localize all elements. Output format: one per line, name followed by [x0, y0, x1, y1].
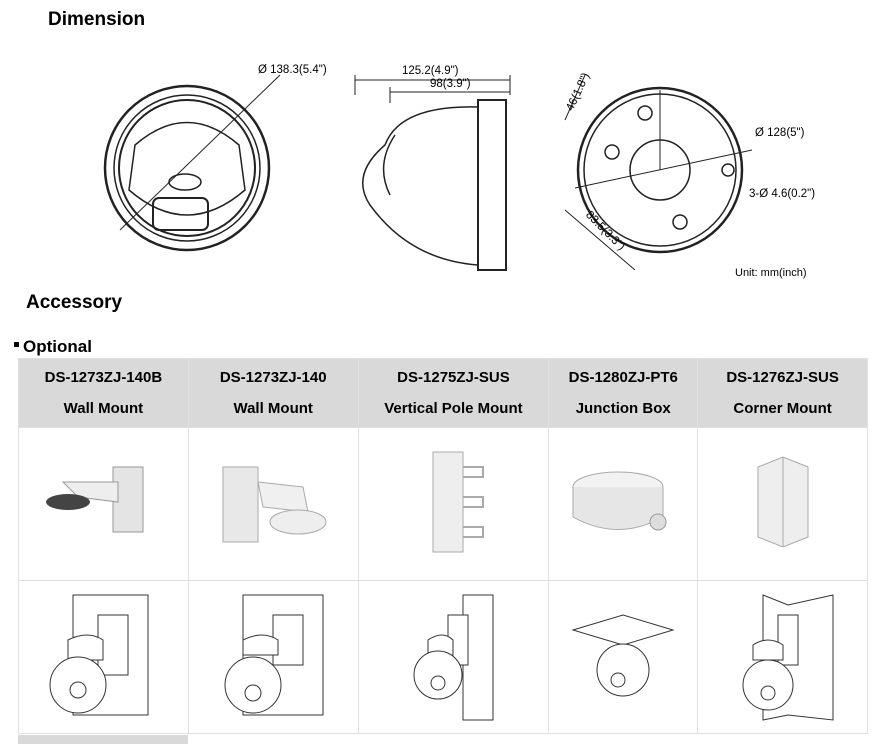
accessory-header: DS-1275ZJ-SUS Vertical Pole Mount — [357, 358, 550, 428]
table-footer-cell — [18, 735, 188, 744]
front-view-drawing — [103, 74, 281, 252]
wall-mount-b-installation — [18, 580, 189, 734]
pole-mount-installation — [357, 580, 550, 734]
accessory-name: Junction Box — [575, 400, 671, 417]
corner-mount-image — [697, 427, 868, 581]
accessory-header: DS-1273ZJ-140B Wall Mount — [18, 358, 189, 428]
model-number: DS-1273ZJ-140B — [44, 369, 163, 386]
accessory-name: Wall Mount — [233, 400, 313, 417]
wall-mount-image — [187, 427, 359, 581]
base-diameter-label: Ø 128(5") — [755, 127, 805, 139]
front-diameter-label: Ø 138.3(5.4") — [258, 64, 327, 76]
wall-mount-installation — [187, 580, 359, 734]
accessory-header: DS-1276ZJ-SUS Corner Mount — [697, 358, 868, 428]
base-view-drawing — [564, 74, 753, 270]
hole-spec-label: 3-Ø 4.6(0.2") — [749, 188, 816, 200]
model-number: DS-1280ZJ-PT6 — [568, 369, 678, 386]
accessory-heading: Accessory — [26, 292, 123, 313]
junction-box-image — [548, 427, 699, 581]
unit-label: Unit: mm(inch) — [735, 267, 807, 279]
model-number: DS-1276ZJ-SUS — [726, 369, 839, 386]
optional-label: Optional — [14, 337, 92, 357]
side-total-length-label: 125.2(4.9") — [402, 65, 459, 77]
accessory-name: Corner Mount — [733, 400, 832, 417]
accessory-name: Vertical Pole Mount — [384, 400, 523, 417]
dimension-heading: Dimension — [48, 9, 146, 30]
junction-box-installation — [548, 580, 699, 734]
installation-image-row — [18, 580, 868, 734]
pole-mount-image — [357, 427, 550, 581]
accessory-name: Wall Mount — [63, 400, 144, 417]
model-number: DS-1275ZJ-SUS — [397, 369, 510, 386]
product-image-row — [18, 427, 868, 581]
wall-mount-b-image — [18, 427, 189, 581]
side-view-drawing — [354, 75, 511, 271]
side-body-length-label: 98(3.9") — [430, 78, 471, 90]
model-number: DS-1273ZJ-140 — [219, 369, 327, 386]
corner-mount-installation — [697, 580, 868, 734]
